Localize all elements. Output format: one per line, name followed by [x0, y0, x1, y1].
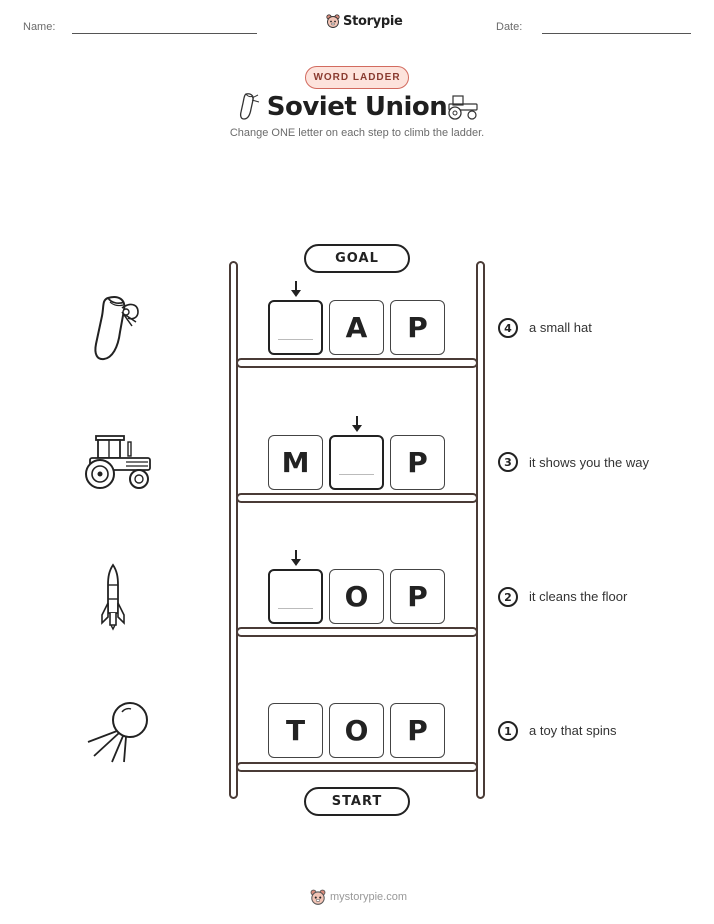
page-subtitle: Change ONE letter on each step to climb … [229, 127, 485, 139]
goal-label: GOAL [304, 244, 410, 273]
ballet-shoe-icon [94, 296, 139, 361]
step-number: 3 [498, 452, 518, 472]
letter-tile-blank[interactable] [268, 569, 323, 624]
letter-tile: P [390, 703, 445, 758]
date-label: Date: [496, 21, 523, 33]
date-line[interactable] [542, 33, 691, 34]
ladder-rung [236, 762, 478, 772]
ladder-rung [236, 358, 478, 368]
page-title: Soviet Union [266, 92, 448, 122]
ladder-rung [236, 493, 478, 503]
step-number: 4 [498, 318, 518, 338]
letter-tile: O [329, 569, 384, 624]
rocket-icon [101, 563, 125, 631]
clue-text: it shows you the way [529, 455, 649, 470]
letter-tile-blank[interactable] [268, 300, 323, 355]
footer: mystorypie.com [310, 888, 407, 906]
ladder-left-rail [229, 261, 238, 799]
letter-tile: A [329, 300, 384, 355]
tractor-icon [85, 435, 151, 489]
ballet-shoe-small-icon [239, 93, 260, 120]
ladder-right-rail [476, 261, 485, 799]
tractor-small-icon [448, 95, 478, 120]
storypie-mascot-icon [326, 14, 340, 28]
name-line[interactable] [72, 33, 257, 34]
storypie-mascot-icon [310, 889, 326, 905]
letter-tile: P [390, 569, 445, 624]
name-label: Name: [23, 21, 56, 33]
arrow-down-icon [291, 550, 301, 566]
brand-name: Storypie [343, 13, 403, 29]
letter-tile: M [268, 435, 323, 490]
sputnik-icon [87, 702, 148, 763]
ladder-rung [236, 627, 478, 637]
clue-text: it cleans the floor [529, 589, 628, 604]
letter-tile: P [390, 435, 445, 490]
step-number: 2 [498, 587, 518, 607]
clue-text: a toy that spins [529, 723, 617, 738]
clue-text: a small hat [529, 320, 592, 335]
letter-tile-blank[interactable] [329, 435, 384, 490]
letter-tile: T [268, 703, 323, 758]
start-label: START [304, 787, 410, 816]
arrow-down-icon [291, 281, 301, 297]
step-number: 1 [498, 721, 518, 741]
brand-logo: Storypie [326, 13, 403, 29]
footer-url[interactable]: mystorypie.com [330, 891, 408, 903]
arrow-down-icon [352, 416, 362, 432]
letter-tile: O [329, 703, 384, 758]
letter-tile: P [390, 300, 445, 355]
word-ladder-badge: WORD LADDER [305, 66, 409, 89]
